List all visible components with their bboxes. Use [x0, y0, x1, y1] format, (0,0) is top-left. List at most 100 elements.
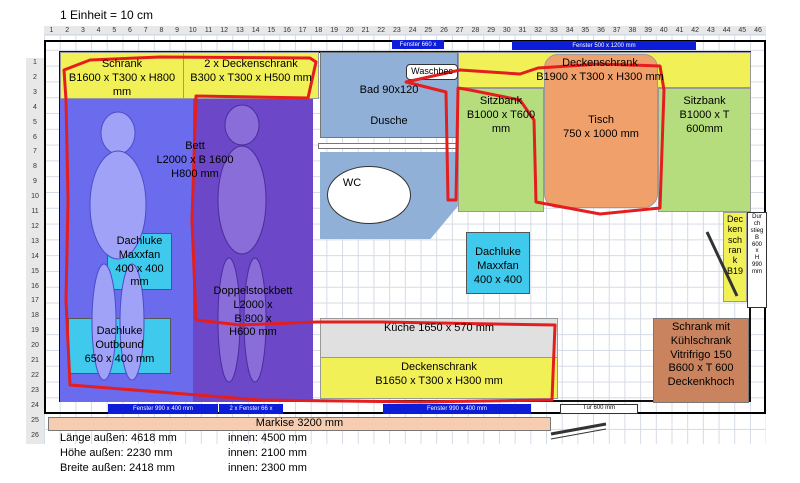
window-top-right: Fenster 500 x 1200 mm — [512, 41, 696, 50]
column-number: 34 — [565, 27, 574, 34]
column-number: 5 — [112, 27, 117, 34]
column-number: 39 — [644, 27, 652, 34]
table — [544, 54, 658, 208]
dim-width: Breite außen: 2418 mm — [60, 462, 175, 474]
label-ceiling-cabinet-bottom: Deckenschrank B1650 x T300 x H300 mm — [375, 361, 503, 387]
column-number: 2 — [65, 27, 70, 34]
row-number: 14 — [31, 252, 39, 260]
column-number: 35 — [581, 27, 590, 34]
column-number: 11 — [204, 27, 213, 34]
label-roof-hatch-left: Dachluke Maxxfan 400 x 400 mm — [115, 235, 164, 289]
label-kitchen: Küche 1650 x 570 mm — [383, 322, 495, 334]
column-number: 17 — [298, 27, 307, 34]
column-number: 44 — [722, 27, 731, 34]
row-number: 13 — [31, 237, 39, 245]
dim-width-inner: innen: 2300 mm — [228, 462, 307, 474]
column-header — [44, 26, 766, 36]
column-number: 19 — [330, 27, 338, 34]
row-number: 21 — [31, 357, 39, 364]
row-number: 9 — [33, 178, 37, 186]
column-number: 41 — [675, 27, 684, 34]
row-number: 16 — [31, 282, 39, 290]
column-number: 27 — [455, 27, 464, 34]
label-ceiling-cabinet-small: Dec ken sch ran k B19 — [726, 214, 743, 276]
row-number: 5 — [33, 118, 37, 126]
row-number: 2 — [33, 73, 37, 81]
column-number: 30 — [502, 27, 511, 34]
column-number: 36 — [597, 27, 605, 34]
row-number: 20 — [31, 342, 39, 350]
ceiling-cabinet-bottom — [320, 357, 558, 399]
label-ceiling-cabinet-top: 2 x Deckenschrank B300 x T300 x H500 mm — [190, 58, 312, 84]
door: Tür 600 mm — [560, 404, 638, 414]
column-number: 6 — [128, 27, 132, 34]
column-number: 7 — [143, 27, 148, 34]
column-number: 16 — [283, 27, 291, 34]
column-number: 28 — [471, 27, 480, 34]
window-bottom-1: Fenster 990 x 400 mm — [108, 404, 218, 414]
column-number: 4 — [96, 27, 101, 34]
column-number: 15 — [267, 27, 276, 34]
column-number: 9 — [175, 27, 180, 34]
column-number: 13 — [235, 27, 244, 34]
column-number: 29 — [487, 27, 495, 34]
row-number: 24 — [31, 401, 39, 409]
row-number: 12 — [31, 222, 39, 230]
column-number: 1 — [49, 27, 54, 34]
fridge-cabinet — [653, 318, 749, 403]
column-number: 8 — [159, 27, 164, 34]
row-header — [26, 58, 44, 444]
awning: Markise 3200 mm — [48, 417, 551, 431]
label-schrank: Schrank B1600 x T300 x H800 mm — [68, 58, 176, 98]
column-number: 24 — [408, 27, 417, 34]
label-roof-hatch-mid: Dachluke Maxxfan 400 x 400 — [473, 246, 523, 286]
bench-left — [458, 88, 544, 212]
row-number: 6 — [33, 133, 37, 141]
column-number: 37 — [612, 27, 621, 34]
dim-length: Länge außen: 4618 mm — [60, 432, 177, 444]
bench-right — [658, 88, 751, 212]
window-top-left: Fenster 660 x — [392, 40, 444, 49]
label-bench-left: Sitzbank B1000 x T600 mm — [466, 95, 536, 135]
row-number: 7 — [33, 148, 37, 156]
roof-hatch-outbound — [68, 318, 171, 374]
label-fridge-cabinet: Schrank mit Kühlschrank Vitrifrigo 150 B… — [667, 321, 735, 388]
column-number: 25 — [424, 27, 433, 34]
column-number: 18 — [314, 27, 323, 34]
row-number: 8 — [33, 163, 37, 171]
column-number: 12 — [220, 27, 229, 34]
column-number: 23 — [392, 27, 401, 34]
column-number: 43 — [706, 27, 715, 34]
label-washbasin: Waschbec — [411, 66, 453, 76]
label-bunk-bed: Doppelstockbett L2000 x B 800 x H600 mm — [213, 285, 293, 339]
label-roof-hatch-outbound: Dachluke Outbound 650 x 400 mm — [84, 325, 155, 365]
ceiling-cabinet-small — [723, 212, 747, 302]
column-number: 21 — [361, 27, 370, 34]
column-number: 45 — [738, 27, 747, 34]
row-number: 1 — [33, 59, 37, 66]
column-number: 3 — [80, 27, 85, 34]
roof-hatch-maxxfan-mid — [466, 232, 530, 294]
column-number: 38 — [628, 27, 637, 34]
label-ceiling-cabinet-right: Deckenschrank B1900 x T300 x H300 mm — [536, 57, 664, 83]
row-number: 26 — [31, 431, 39, 439]
label-shower: Dusche — [370, 115, 408, 127]
row-number: 10 — [31, 193, 39, 201]
row-number: 17 — [31, 297, 39, 305]
dim-height: Höhe außen: 2230 mm — [60, 447, 173, 459]
label-table: Tisch 750 x 1000 mm — [563, 114, 639, 140]
column-number: 20 — [345, 27, 354, 34]
row-number: 22 — [31, 371, 39, 379]
window-bottom-2: 2 x Fenster 66 x — [219, 404, 283, 414]
column-number: 46 — [754, 27, 762, 34]
column-number: 14 — [251, 27, 260, 34]
row-number: 11 — [31, 208, 39, 215]
row-number: 25 — [31, 416, 39, 424]
label-bench-right: Sitzbank B1000 x T 600mm — [679, 95, 730, 135]
row-number: 18 — [31, 312, 39, 320]
row-number: 19 — [31, 327, 39, 335]
column-number: 33 — [549, 27, 558, 34]
ceiling-cabinet-top — [183, 52, 319, 99]
